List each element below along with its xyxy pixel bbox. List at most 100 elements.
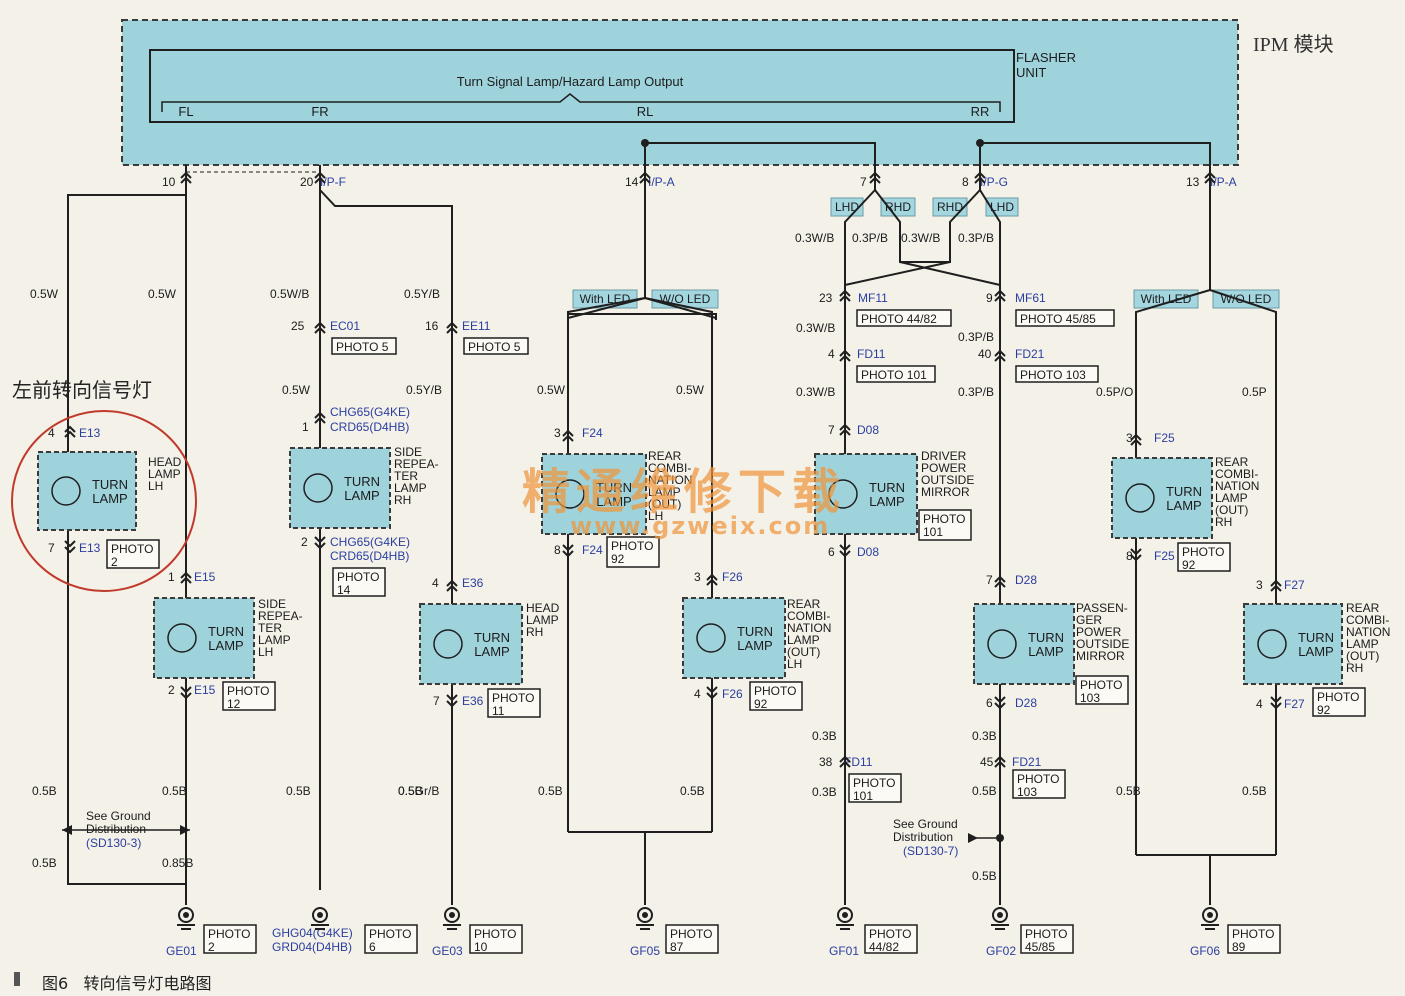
wire-label: 7 bbox=[986, 573, 993, 587]
caption-marker bbox=[14, 972, 20, 986]
wire-label: 4 bbox=[48, 426, 55, 440]
lamp-description: RH bbox=[1215, 515, 1232, 529]
connector-mark bbox=[869, 176, 881, 184]
connector-mark bbox=[1130, 433, 1142, 441]
ground-symbol bbox=[992, 907, 1008, 923]
connector-mark bbox=[839, 349, 851, 357]
wire-label: 0.5P bbox=[1242, 385, 1267, 399]
bulb-icon bbox=[303, 473, 333, 503]
connector-mark bbox=[446, 321, 458, 329]
wire-option-tag: RHD bbox=[880, 197, 916, 217]
lamp-description: REAR bbox=[648, 449, 682, 463]
wire-label: CRD65(D4HB) bbox=[330, 549, 409, 563]
wire-label: 0.5B bbox=[1116, 784, 1141, 798]
lamp-description: LAMP bbox=[787, 633, 820, 647]
connector-mark bbox=[869, 171, 881, 179]
connector-mark bbox=[314, 321, 326, 329]
lamp-box bbox=[419, 603, 523, 685]
photo-text: PHOTO 44/82 bbox=[861, 312, 937, 326]
connector-mark bbox=[314, 326, 326, 334]
lamp-inner-text: TURN bbox=[869, 480, 905, 495]
connector-mark bbox=[1204, 171, 1216, 179]
wire-option-tag: W/O LED bbox=[651, 289, 719, 309]
connector-mark bbox=[706, 686, 718, 694]
wire-label: 0.5B bbox=[680, 784, 705, 798]
photo-text: PHOTO bbox=[923, 512, 965, 526]
ground-symbol bbox=[444, 907, 460, 923]
ground-symbol bbox=[312, 907, 328, 923]
lamp-description: HEAD bbox=[148, 455, 182, 469]
lamp-inner-text: LAMP bbox=[474, 644, 509, 659]
lamp-description: SIDE bbox=[258, 597, 286, 611]
wire-label: F27 bbox=[1284, 697, 1305, 711]
photo-reference: PHOTO 5 bbox=[331, 337, 397, 355]
wire-label: I/P-A bbox=[648, 175, 675, 189]
lamp-description: RH bbox=[1346, 661, 1363, 675]
photo-text: 12 bbox=[227, 697, 241, 711]
bulb-icon bbox=[696, 623, 726, 653]
connector-mark bbox=[562, 429, 574, 437]
wire-label: 0.3P/B bbox=[852, 231, 888, 245]
photo-text: PHOTO bbox=[492, 691, 534, 705]
wire-label: D08 bbox=[857, 423, 879, 437]
wire-label: 16 bbox=[425, 319, 439, 333]
wire-label: 0.3P/B bbox=[958, 231, 994, 245]
photo-box bbox=[331, 337, 397, 355]
lamp-description: COMBI- bbox=[1215, 467, 1258, 481]
wire-option-tag: W/O LED bbox=[1212, 289, 1280, 309]
connector-mark bbox=[64, 425, 76, 433]
wire-label: 7 bbox=[828, 423, 835, 437]
photo-text: PHOTO bbox=[369, 927, 411, 941]
wire-label: 6 bbox=[986, 696, 993, 710]
connector-mark bbox=[994, 575, 1006, 583]
wire-label: 0.5B bbox=[286, 784, 311, 798]
photo-text: PHOTO bbox=[208, 927, 250, 941]
wire-label: E36 bbox=[462, 576, 484, 590]
lamp-inner-text: LAMP bbox=[1298, 644, 1333, 659]
wire-label: 0.5W bbox=[537, 383, 566, 397]
wire-label: 0.5B bbox=[398, 784, 423, 798]
connector-mark bbox=[1130, 438, 1142, 446]
lamp-description: COMBI- bbox=[787, 609, 830, 623]
wire-label: D08 bbox=[857, 545, 879, 559]
wire-label: GF05 bbox=[630, 944, 660, 958]
wire-label: 2 bbox=[168, 683, 175, 697]
wire-label: 20 bbox=[300, 175, 314, 189]
wire-label: 0.5W bbox=[148, 287, 177, 301]
wire-label: 7 bbox=[48, 541, 55, 555]
lamp-description: PASSEN- bbox=[1076, 601, 1128, 615]
wire-label: FD21 bbox=[1012, 755, 1042, 769]
connector-mark bbox=[706, 578, 718, 586]
photo-text: PHOTO bbox=[1182, 545, 1224, 559]
wire-label: 0.5B bbox=[972, 784, 997, 798]
flasher-unit-label: UNIT bbox=[1016, 65, 1046, 80]
photo-text: PHOTO bbox=[1017, 772, 1059, 786]
ground-symbol bbox=[449, 912, 455, 918]
connector-mark bbox=[446, 326, 458, 334]
wire-label: E13 bbox=[79, 541, 101, 555]
connector-mark bbox=[706, 692, 718, 700]
wire-label: 0.3W/B bbox=[796, 385, 835, 399]
photo-text: 14 bbox=[337, 583, 351, 597]
wire-label: GE01 bbox=[166, 944, 197, 958]
lamp-inner-text: LAMP bbox=[869, 494, 904, 509]
wire-label: 2 bbox=[301, 535, 308, 549]
lamp-description: LAMP bbox=[648, 485, 681, 499]
lamp-description: (OUT) bbox=[787, 645, 820, 659]
wire-label: CRD65(D4HB) bbox=[330, 420, 409, 434]
output-pin-label: RR bbox=[971, 104, 990, 119]
wire-label: 1 bbox=[168, 570, 175, 584]
photo-text: PHOTO bbox=[853, 776, 895, 790]
